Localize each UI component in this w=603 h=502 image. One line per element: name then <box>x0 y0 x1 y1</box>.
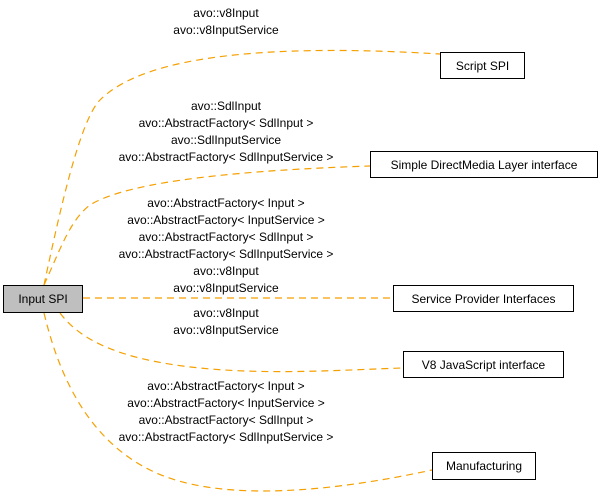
edge-label-line: avo::v8Input <box>193 306 259 320</box>
node-v8-javascript-interface[interactable]: V8 JavaScript interface <box>403 351 564 378</box>
edge-label-service-provider: avo::AbstractFactory< Input > avo::Abstr… <box>119 195 334 297</box>
edge-label-line: avo::AbstractFactory< InputService > <box>127 213 325 227</box>
edge-label-manufacturing: avo::AbstractFactory< Input > avo::Abstr… <box>119 378 334 446</box>
edge-label-line: avo::v8InputService <box>173 281 279 295</box>
edge-label-line: avo::AbstractFactory< Input > <box>147 196 305 210</box>
edge-script-spi <box>43 49 441 286</box>
node-script-spi[interactable]: Script SPI <box>440 52 525 79</box>
node-script-spi-label: Script SPI <box>455 58 510 73</box>
edge-label-line: avo::AbstractFactory< SdlInputService > <box>118 430 334 444</box>
edge-label-v8-interface: avo::v8Input avo::v8InputService <box>173 305 278 339</box>
node-v8-javascript-interface-label: V8 JavaScript interface <box>421 357 546 372</box>
node-service-provider-interfaces[interactable]: Service Provider Interfaces <box>393 285 574 312</box>
edge-label-line: avo::AbstractFactory< InputService > <box>127 396 325 410</box>
edge-label-line: avo::AbstractFactory< Input > <box>147 379 305 393</box>
node-sdl-interface-label: Simple DirectMedia Layer interface <box>390 157 578 172</box>
edge-label-line: avo::v8InputService <box>173 23 279 37</box>
edge-label-line: avo::AbstractFactory< SdlInput > <box>138 413 314 427</box>
node-input-spi-label: Input SPI <box>18 292 68 306</box>
edge-label-sdl-interface: avo::SdlInput avo::AbstractFactory< SdlI… <box>119 98 334 166</box>
edge-label-line: avo::v8Input <box>193 6 259 20</box>
edge-manufacturing <box>43 312 433 492</box>
edge-v8-interface <box>59 312 404 373</box>
node-input-spi: Input SPI <box>3 285 83 313</box>
edge-label-line: avo::AbstractFactory< SdlInputService > <box>118 247 334 261</box>
node-service-provider-interfaces-label: Service Provider Interfaces <box>411 291 556 306</box>
node-sdl-interface[interactable]: Simple DirectMedia Layer interface <box>370 151 598 178</box>
edge-label-line: avo::v8InputService <box>173 323 279 337</box>
edge-sdl-interface <box>43 165 371 286</box>
edge-label-line: avo::v8Input <box>193 264 259 278</box>
edge-label-line: avo::AbstractFactory< SdlInput > <box>138 116 314 130</box>
edge-label-line: avo::SdlInputService <box>170 133 282 147</box>
edge-label-line: avo::AbstractFactory< SdlInput > <box>138 230 314 244</box>
edge-label-line: avo::SdlInput <box>190 99 262 113</box>
node-manufacturing[interactable]: Manufacturing <box>432 452 536 480</box>
edge-label-line: avo::AbstractFactory< SdlInputService > <box>118 150 334 164</box>
node-manufacturing-label: Manufacturing <box>445 459 523 473</box>
edge-label-script-spi: avo::v8Input avo::v8InputService <box>173 5 278 39</box>
